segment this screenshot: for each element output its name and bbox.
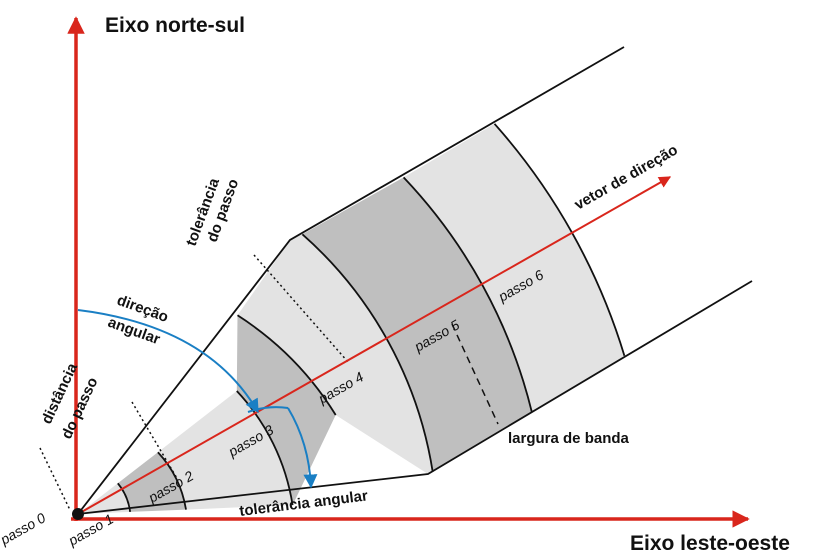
band-passo-6 bbox=[302, 177, 532, 472]
lag-bands bbox=[78, 123, 625, 514]
angular-direction-arrow bbox=[77, 309, 259, 414]
lag-label-0: passo 0 bbox=[0, 509, 48, 548]
lag-zero-leader bbox=[39, 447, 71, 511]
arc-4 bbox=[237, 314, 337, 416]
east-west-axis-label: Eixo leste-oeste bbox=[630, 532, 790, 555]
origin-point bbox=[72, 508, 84, 520]
bandwidth-label: largura de banda bbox=[508, 430, 630, 447]
lag-tolerance-leader bbox=[253, 254, 349, 363]
band-passo-7 bbox=[403, 123, 625, 413]
band-passo-5 bbox=[237, 234, 433, 474]
arc-5 bbox=[301, 233, 434, 472]
lower-boundary bbox=[77, 280, 753, 515]
angular-tolerance-arrow bbox=[287, 407, 318, 489]
band-passo-4 bbox=[236, 315, 336, 506]
leader-lines bbox=[39, 254, 499, 511]
angular-tolerance-arc-start bbox=[247, 406, 289, 413]
upper-boundary bbox=[77, 46, 625, 515]
arc-1 bbox=[117, 482, 131, 513]
bandwidth-leader bbox=[451, 323, 499, 425]
north-south-axis-label: Eixo norte-sul bbox=[105, 14, 245, 37]
band-passo-3 bbox=[157, 391, 293, 510]
lag-distance-leader bbox=[131, 401, 179, 481]
arc-2 bbox=[157, 451, 187, 510]
direction-vector-line bbox=[77, 176, 672, 515]
arc-6 bbox=[402, 176, 533, 413]
lag-label-1: passo 1 bbox=[65, 510, 116, 549]
